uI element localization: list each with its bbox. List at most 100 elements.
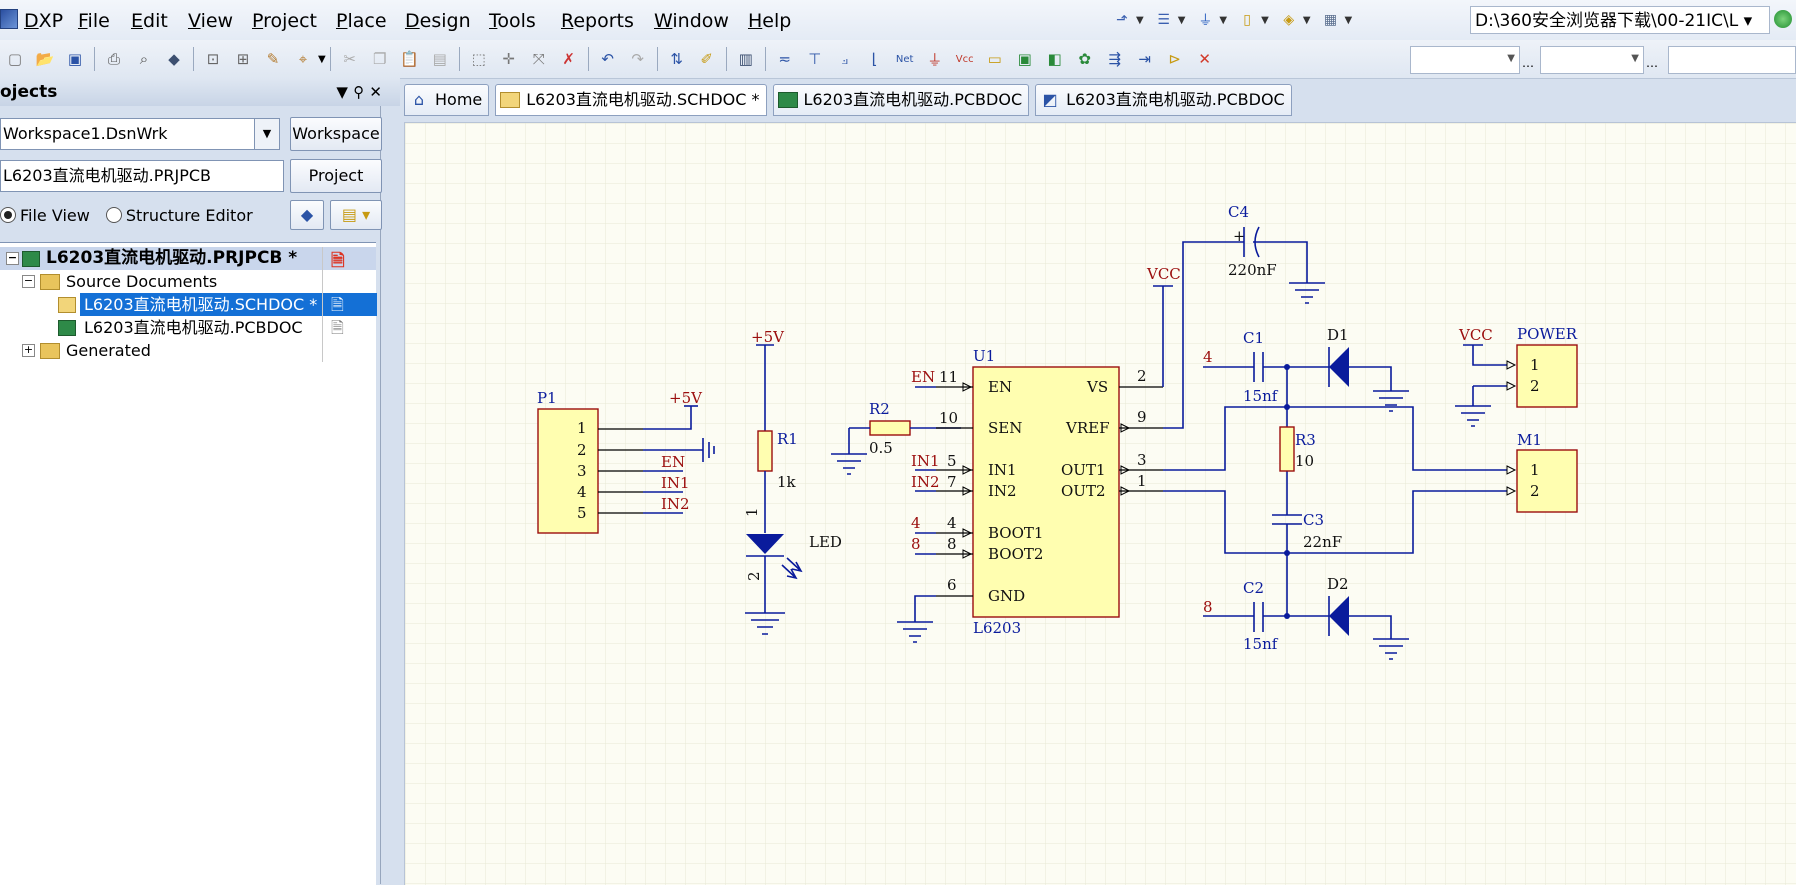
new-icon[interactable]: ▢	[7, 50, 23, 68]
chevron-down-icon[interactable]: ▼	[1344, 14, 1353, 26]
tree-row-source-documents[interactable]: − Source Documents	[0, 270, 376, 293]
net-label-icon[interactable]: Net	[895, 53, 914, 65]
port-icon[interactable]: ◈	[1283, 12, 1295, 28]
sheet-symbol-icon[interactable]: ▣	[1017, 50, 1032, 68]
menu-project[interactable]: Project	[252, 10, 318, 32]
status-icon[interactable]	[1774, 10, 1792, 28]
sheet-entry-icon[interactable]: ◧	[1047, 50, 1062, 68]
zoom-fit-icon[interactable]: ⊡	[206, 50, 220, 68]
file-view-radio[interactable]	[0, 207, 16, 223]
project-button[interactable]: Project	[290, 159, 382, 193]
place-bus-icon[interactable]: ⊤	[808, 50, 822, 68]
deselect-icon[interactable]: ✗	[562, 50, 575, 68]
pin-icon[interactable]: ⚲	[353, 83, 365, 101]
menu-window[interactable]: Window	[654, 10, 729, 32]
chevron-down-icon[interactable]: ▼	[1261, 14, 1269, 26]
panel-menu-icon[interactable]: ▼	[336, 83, 348, 101]
rubber-stamp-icon[interactable]: ▤	[432, 50, 447, 68]
move-icon[interactable]: ✛	[502, 50, 515, 68]
tab-schdoc[interactable]: L6203直流电机驱动.SCHDOC *	[495, 84, 767, 116]
zoom-filter-icon[interactable]: ⌖	[298, 50, 308, 68]
collapse-icon[interactable]: −	[6, 251, 19, 265]
menu-file[interactable]: File	[78, 10, 110, 32]
place-part-icon[interactable]: ▭	[987, 50, 1002, 68]
chevron-down-icon[interactable]: ▼	[1177, 14, 1186, 26]
expand-icon[interactable]: +	[22, 343, 35, 357]
close-icon[interactable]: ✕	[369, 83, 382, 101]
diode-d2[interactable]: D2	[1327, 575, 1349, 636]
project-options-icon[interactable]: ▤ ▾	[330, 200, 382, 230]
menu-edit[interactable]: Edit	[131, 10, 168, 32]
schematic-canvas[interactable]: P1 1 2 3 4 5 +5V EN IN1 IN2 +5V R1 1k 1 …	[404, 122, 1796, 885]
chevron-down-icon[interactable]: ▼	[1219, 14, 1228, 26]
resistor-r3[interactable]: R3 10	[1279, 407, 1316, 515]
tab-pcbdoc-3d[interactable]: ◩ L6203直流电机驱动.PCBDOC	[1035, 84, 1292, 116]
chart-icon[interactable]: ⬏	[1116, 12, 1128, 28]
select-cross-icon[interactable]: ⤧	[532, 50, 545, 68]
led[interactable]: 1 LED 2	[743, 507, 842, 581]
capacitor-c4[interactable]: C4 + 220nF	[1228, 203, 1277, 279]
tree-row-schdoc[interactable]: L6203直流电机驱动.SCHDOC * 🗎	[0, 293, 377, 316]
chevron-down-icon[interactable]: ▼	[254, 119, 279, 149]
ground-icon[interactable]: ⏚	[1198, 13, 1213, 29]
connector-m1[interactable]: M1 1 2	[1506, 431, 1578, 513]
ic-u1-l6203[interactable]: U1 L6203 EN 11 EN 10 SEN IN1 5 IN1 IN2 7…	[911, 347, 1163, 637]
connector-p1[interactable]: P1 1 2 3 4 5	[537, 389, 643, 534]
redo-icon[interactable]: ↷	[631, 50, 644, 68]
chevron-down-icon[interactable]: ▼	[318, 53, 326, 65]
vcc-port-icon[interactable]: Vcc	[955, 53, 974, 65]
compile-icon[interactable]: ◆	[290, 200, 324, 230]
cross-probe-icon[interactable]: ✐	[700, 50, 713, 68]
menu-view[interactable]: View	[188, 10, 234, 32]
menu-design[interactable]: Design	[405, 10, 471, 32]
zoom-selected-icon[interactable]: ✎	[266, 50, 280, 68]
filter-combo-2[interactable]: ▼	[1540, 46, 1644, 74]
chevron-down-icon[interactable]: ▼	[1136, 14, 1144, 26]
menu-help[interactable]: Help	[748, 10, 792, 32]
workspace-button[interactable]: Workspace	[290, 117, 382, 151]
diode-d1[interactable]: D1	[1327, 326, 1351, 387]
place-line-icon[interactable]: ⌊	[871, 50, 878, 68]
tab-pcbdoc[interactable]: L6203直流电机驱动.PCBDOC	[772, 84, 1030, 116]
filter-combo-3[interactable]	[1668, 46, 1796, 74]
print-icon[interactable]: ⎙	[107, 50, 120, 68]
capacitor-c3[interactable]: C3 22nF	[1272, 511, 1342, 551]
capacitor-c2[interactable]: 8 C2 15nf	[1203, 579, 1279, 653]
cut-icon[interactable]: ✂	[343, 50, 356, 68]
ellipsis-icon[interactable]: …	[1646, 56, 1658, 70]
bus-entry-icon[interactable]: ⟓	[841, 50, 849, 68]
chevron-down-icon[interactable]: ▼	[1302, 14, 1311, 26]
harness-entry-icon[interactable]: ⇥	[1138, 50, 1151, 68]
menu-tools[interactable]: Tools	[489, 10, 536, 32]
collapse-icon[interactable]: −	[22, 274, 35, 288]
harness-icon[interactable]: ⇶	[1108, 50, 1121, 68]
menu-reports[interactable]: Reports	[561, 10, 634, 32]
layers-icon[interactable]: ◆	[168, 50, 180, 68]
connector-power[interactable]: VCC POWER 1 2	[1455, 325, 1578, 427]
tab-home[interactable]: ⌂ Home	[404, 84, 490, 116]
filter-combo-1[interactable]: ▼	[1410, 46, 1520, 74]
part-icon[interactable]: ▯	[1243, 12, 1251, 28]
save-icon[interactable]: ▣	[67, 50, 83, 68]
grid-icon[interactable]: ▦	[1323, 12, 1338, 28]
structure-editor-radio[interactable]	[105, 207, 122, 223]
ellipsis-icon[interactable]: …	[1522, 56, 1534, 70]
select-area-icon[interactable]: ⬚	[471, 50, 486, 68]
dxp-app-icon[interactable]	[0, 9, 18, 29]
align-icon[interactable]: ☰	[1157, 12, 1170, 28]
workspace-select[interactable]: Workspace1.DsnWrk ▼	[0, 118, 280, 150]
port-place-icon[interactable]: ⊳	[1168, 50, 1181, 68]
place-wire-icon[interactable]: ≂	[778, 50, 791, 68]
menu-place[interactable]: Place	[336, 10, 387, 32]
device-sheet-icon[interactable]: ✿	[1078, 50, 1091, 68]
tree-row-project[interactable]: − L6203直流电机驱动.PRJPCB * 🗎	[0, 247, 376, 271]
paste-icon[interactable]: 📋	[400, 50, 420, 68]
zoom-area-icon[interactable]: ⊞	[236, 50, 250, 68]
copy-icon[interactable]: ❐	[372, 50, 387, 68]
open-icon[interactable]: 📂	[35, 50, 55, 68]
resistor-r1[interactable]: +5V R1 1k	[751, 328, 798, 491]
capacitor-c1[interactable]: 4 C1 15nf	[1203, 329, 1279, 405]
no-erc-icon[interactable]: ✕	[1198, 50, 1211, 68]
undo-icon[interactable]: ↶	[601, 50, 614, 68]
path-dropdown[interactable]: D:\360安全浏览器下载\00-21IC\L ▾	[1470, 6, 1770, 34]
